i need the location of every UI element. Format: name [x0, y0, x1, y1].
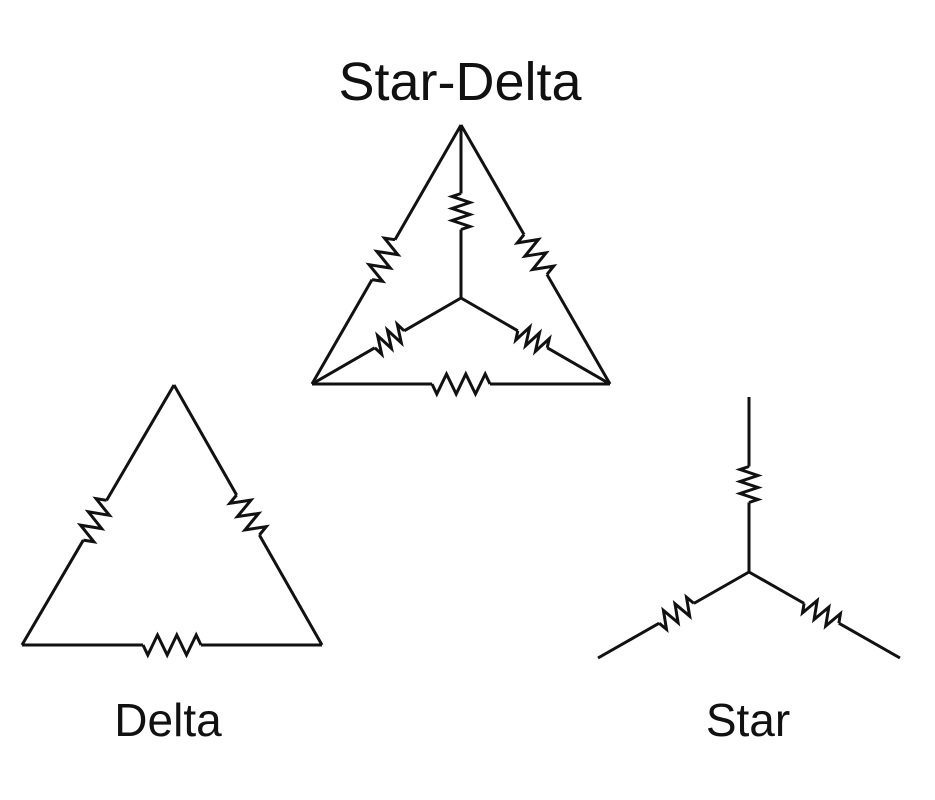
star-delta-left-edge-lead-a [310, 278, 374, 385]
star-network [597, 397, 901, 660]
star-right-arm-lead-b [838, 621, 901, 660]
star-delta-left-edge-lead-b [393, 124, 463, 241]
star-delta-left-arm-lead-b [311, 346, 376, 386]
star-right-arm-resistor-symbol [800, 596, 843, 630]
star-delta-right-arm-lead-b [546, 346, 611, 386]
delta-left-edge-resistor-symbol [76, 496, 114, 544]
star-left-arm-resistor-symbol [658, 593, 695, 633]
star-delta-right-arm-lead-a [460, 296, 519, 333]
star-delta-right-edge-lead-b [545, 273, 612, 385]
star-delta-network [310, 124, 612, 398]
delta-network [20, 384, 324, 659]
star-delta-top-arm-resistor-symbol [447, 192, 475, 231]
star-left-arm-lead-a [693, 570, 750, 605]
star-delta-right-arm-resistor-symbol [513, 322, 552, 356]
star-delta-right-edge-lead-a [459, 124, 526, 236]
star-delta-left-arm-resistor-symbol [373, 320, 406, 359]
star-delta-bottom-edge-resistor-symbol [430, 370, 492, 398]
delta-left-edge-lead-a [20, 539, 85, 646]
star-delta-right-edge-resistor-symbol [513, 233, 558, 276]
star-label: Star [706, 694, 790, 746]
delta-label: Delta [114, 694, 222, 746]
delta-right-edge-lead-b [258, 534, 324, 646]
diagram-title: Star-Delta [338, 52, 582, 112]
star-right-arm-lead-a [748, 570, 805, 605]
star-delta-left-arm-lead-a [403, 296, 462, 333]
delta-bottom-edge-resistor-symbol [141, 631, 203, 659]
delta-left-edge-lead-b [105, 384, 176, 502]
star-top-arm-resistor-symbol [735, 465, 763, 504]
star-delta-left-edge-resistor-symbol [365, 236, 402, 284]
delta-right-edge-resistor-symbol [226, 494, 270, 536]
star-left-arm-lead-b [597, 621, 660, 660]
delta-right-edge-lead-a [172, 384, 238, 496]
